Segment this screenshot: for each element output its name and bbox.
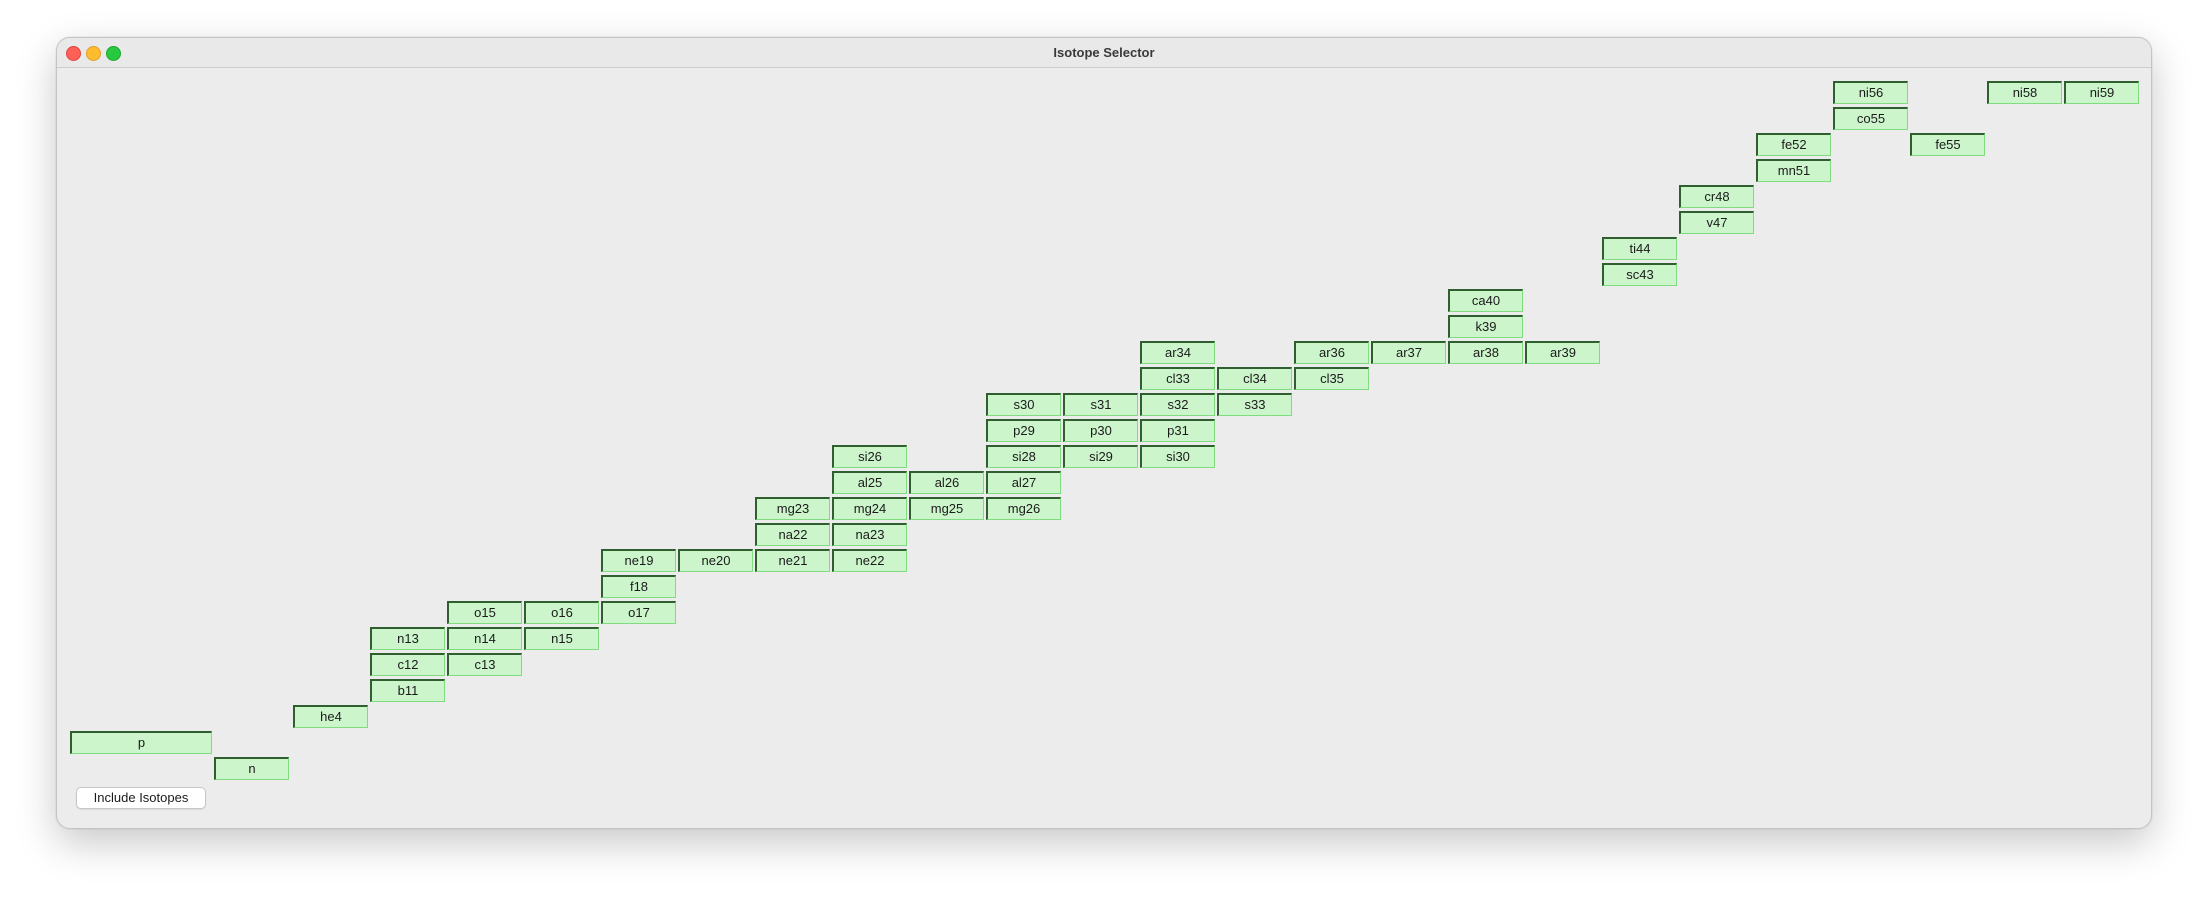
isotope-button-ni56[interactable]: ni56	[1833, 81, 1908, 104]
isotope-button-fe52[interactable]: fe52	[1756, 133, 1831, 156]
isotope-button-cl33[interactable]: cl33	[1140, 367, 1215, 390]
isotope-button-p29[interactable]: p29	[986, 419, 1061, 442]
isotope-button-ne19[interactable]: ne19	[601, 549, 676, 572]
isotope-button-fe55[interactable]: fe55	[1910, 133, 1985, 156]
isotope-button-ar37[interactable]: ar37	[1371, 341, 1446, 364]
isotope-button-na23[interactable]: na23	[832, 523, 907, 546]
isotope-button-al26[interactable]: al26	[909, 471, 984, 494]
isotope-button-ni58[interactable]: ni58	[1987, 81, 2062, 104]
isotope-button-si26[interactable]: si26	[832, 445, 907, 468]
isotope-button-o17[interactable]: o17	[601, 601, 676, 624]
isotope-button-p[interactable]: p	[70, 731, 212, 754]
isotope-button-s30[interactable]: s30	[986, 393, 1061, 416]
isotope-button-p31[interactable]: p31	[1140, 419, 1215, 442]
isotope-selector-window: Isotope Selector ni56 ni58 ni59 co55 fe5…	[56, 37, 2152, 829]
isotope-button-si30[interactable]: si30	[1140, 445, 1215, 468]
title-bar: Isotope Selector	[57, 38, 2151, 68]
isotope-button-s31[interactable]: s31	[1063, 393, 1138, 416]
isotope-button-co55[interactable]: co55	[1833, 107, 1908, 130]
isotope-button-v47[interactable]: v47	[1679, 211, 1754, 234]
isotope-button-s33[interactable]: s33	[1217, 393, 1292, 416]
isotope-button-c13[interactable]: c13	[447, 653, 522, 676]
isotope-button-si28[interactable]: si28	[986, 445, 1061, 468]
isotope-button-mn51[interactable]: mn51	[1756, 159, 1831, 182]
isotope-button-cr48[interactable]: cr48	[1679, 185, 1754, 208]
isotope-grid: ni56 ni58 ni59 co55 fe52 fe55 mn51 cr48 …	[57, 68, 2151, 828]
isotope-button-mg25[interactable]: mg25	[909, 497, 984, 520]
isotope-button-ti44[interactable]: ti44	[1602, 237, 1677, 260]
isotope-button-o16[interactable]: o16	[524, 601, 599, 624]
isotope-button-ni59[interactable]: ni59	[2064, 81, 2139, 104]
isotope-button-cl35[interactable]: cl35	[1294, 367, 1369, 390]
isotope-button-sc43[interactable]: sc43	[1602, 263, 1677, 286]
isotope-button-n15[interactable]: n15	[524, 627, 599, 650]
isotope-button-mg26[interactable]: mg26	[986, 497, 1061, 520]
isotope-button-c12[interactable]: c12	[370, 653, 445, 676]
zoom-window-button[interactable]	[106, 46, 121, 61]
isotope-button-na22[interactable]: na22	[755, 523, 830, 546]
include-isotopes-button[interactable]: Include Isotopes	[76, 787, 206, 809]
isotope-button-al25[interactable]: al25	[832, 471, 907, 494]
isotope-button-n[interactable]: n	[214, 757, 289, 780]
isotope-button-n14[interactable]: n14	[447, 627, 522, 650]
isotope-button-ne21[interactable]: ne21	[755, 549, 830, 572]
minimize-window-button[interactable]	[86, 46, 101, 61]
isotope-button-ar36[interactable]: ar36	[1294, 341, 1369, 364]
isotope-button-si29[interactable]: si29	[1063, 445, 1138, 468]
isotope-button-ar38[interactable]: ar38	[1448, 341, 1523, 364]
isotope-button-al27[interactable]: al27	[986, 471, 1061, 494]
isotope-button-mg23[interactable]: mg23	[755, 497, 830, 520]
isotope-button-he4[interactable]: he4	[293, 705, 368, 728]
isotope-button-ar34[interactable]: ar34	[1140, 341, 1215, 364]
isotope-button-ca40[interactable]: ca40	[1448, 289, 1523, 312]
close-window-button[interactable]	[66, 46, 81, 61]
isotope-button-b11[interactable]: b11	[370, 679, 445, 702]
isotope-button-s32[interactable]: s32	[1140, 393, 1215, 416]
isotope-button-o15[interactable]: o15	[447, 601, 522, 624]
isotope-button-mg24[interactable]: mg24	[832, 497, 907, 520]
isotope-button-p30[interactable]: p30	[1063, 419, 1138, 442]
isotope-button-cl34[interactable]: cl34	[1217, 367, 1292, 390]
isotope-button-n13[interactable]: n13	[370, 627, 445, 650]
isotope-button-ar39[interactable]: ar39	[1525, 341, 1600, 364]
isotope-button-k39[interactable]: k39	[1448, 315, 1523, 338]
window-title: Isotope Selector	[1053, 45, 1155, 60]
isotope-button-ne20[interactable]: ne20	[678, 549, 753, 572]
isotope-button-ne22[interactable]: ne22	[832, 549, 907, 572]
isotope-button-f18[interactable]: f18	[601, 575, 676, 598]
